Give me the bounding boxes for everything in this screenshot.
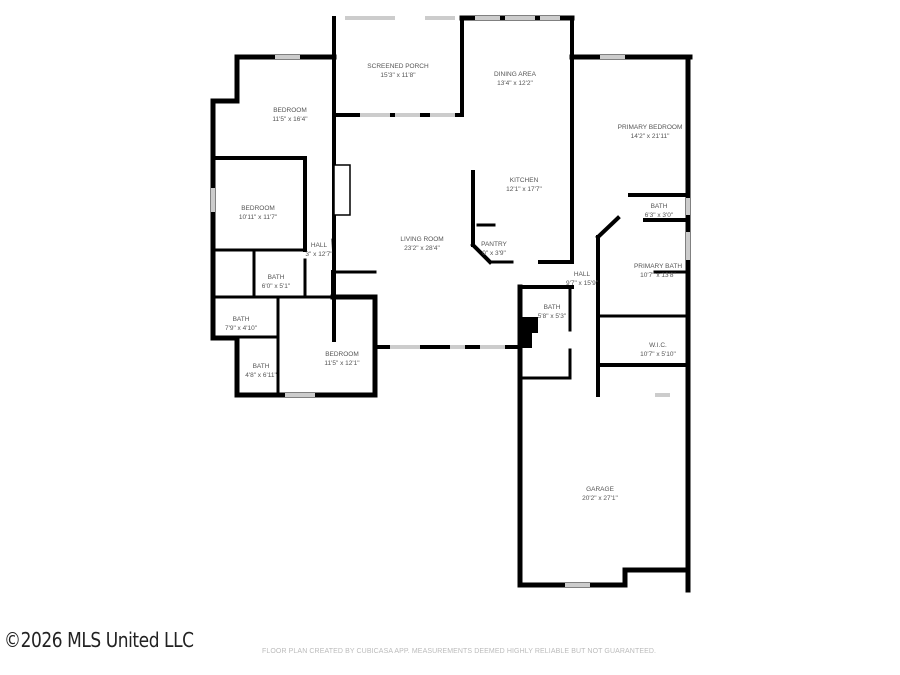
room-name: HALL <box>573 271 591 278</box>
room-label: BATH 6'3" x 3'0" <box>645 202 673 220</box>
room-dimensions: 11'5" x 16'4" <box>272 116 308 123</box>
room-dimensions: 10'7" x 13'8" <box>640 272 676 279</box>
room-label: DINING AREA 13'4" x 12'2" <box>494 70 536 88</box>
room-dimensions: 13'4" x 12'2" <box>497 80 533 87</box>
room-label: W.I.C. 10'7" x 5'10" <box>640 341 676 359</box>
room-name: BATH <box>543 304 561 311</box>
room-name: W.I.C. <box>649 342 667 349</box>
room-name: BEDROOM <box>325 351 359 358</box>
room-dimensions: 5'8" x 5'3" <box>537 313 567 320</box>
room-label: BEDROOM 10'11" x 11'7" <box>239 204 277 222</box>
room-label: BATH 6'0" x 5'1" <box>262 273 290 291</box>
room-dimensions: 11'5" x 12'1" <box>324 360 360 367</box>
utility-block <box>521 317 538 348</box>
room-name: DINING AREA <box>494 71 536 78</box>
room-dimensions: 6'3" x 3'0" <box>644 212 674 219</box>
wall <box>470 242 493 265</box>
room-name: BATH <box>232 316 250 323</box>
room-dimensions: 15'3" x 11'8" <box>380 72 416 79</box>
room-name: PANTRY <box>481 241 507 248</box>
room-label: PANTRY 0" x 3'9" <box>481 240 507 258</box>
fireplace <box>333 164 351 216</box>
room-name: HALL <box>310 242 328 249</box>
room-label: LIVING ROOM 23'2" x 28'4" <box>400 235 443 253</box>
room-dimensions: 10'7" x 5'10" <box>640 351 676 358</box>
room-label: SCREENED PORCH 15'3" x 11'8" <box>367 62 428 80</box>
room-name: SCREENED PORCH <box>367 63 429 70</box>
room-label: BATH 7'9" x 4'10" <box>225 315 257 333</box>
room-label: BEDROOM 11'5" x 12'1" <box>324 350 359 368</box>
room-label: BATH 4'8" x 6'11" <box>245 362 277 380</box>
room-label: KITCHEN 12'1" x 17'7" <box>506 176 542 194</box>
room-name: BATH <box>650 203 668 210</box>
room-label: PRIMARY BEDROOM 14'2" x 21'11" <box>618 123 683 141</box>
room-dimensions: 10'11" x 11'7" <box>238 214 278 221</box>
room-label: HALL 3" x 12'7" <box>305 241 332 259</box>
floor-plan-credit: FLOOR PLAN CREATED BY CUBICASA APP. MEAS… <box>262 648 657 655</box>
room-dimensions: 23'2" x 28'4" <box>404 245 440 252</box>
room-name: BATH <box>252 363 270 370</box>
room-dimensions: 3" x 12'7" <box>305 251 333 258</box>
room-dimensions: 12'1" x 17'7" <box>506 186 542 193</box>
copyright-watermark: ©2026 MLS United LLC <box>4 628 194 652</box>
room-name: KITCHEN <box>509 177 539 184</box>
room-name: PRIMARY BEDROOM <box>617 124 683 131</box>
room-name: BATH <box>267 274 285 281</box>
room-dimensions: 20'2" x 27'1" <box>582 495 618 502</box>
wall <box>331 238 336 262</box>
room-dimensions: 14'2" x 21'11" <box>630 133 670 140</box>
room-label: PRIMARY BATH 10'7" x 13'8" <box>634 262 682 280</box>
room-name: GARAGE <box>586 486 614 493</box>
room-dimensions: 6'0" x 5'1" <box>261 283 291 290</box>
room-label: GARAGE 20'2" x 27'1" <box>582 485 618 503</box>
room-dimensions: 4'8" x 6'11" <box>245 372 277 379</box>
room-name: BEDROOM <box>273 107 307 114</box>
room-label: BATH 5'8" x 5'3" <box>538 303 566 321</box>
room-dimensions: 9'7" x 15'9" <box>565 280 599 287</box>
room-name: BEDROOM <box>241 205 275 212</box>
wall <box>595 215 621 240</box>
room-dimensions: 0" x 3'9" <box>482 250 506 257</box>
room-name: PRIMARY BATH <box>633 263 683 270</box>
room-label: BEDROOM 11'5" x 16'4" <box>272 106 307 124</box>
room-dimensions: 7'9" x 4'10" <box>224 325 258 332</box>
room-label: HALL 9'7" x 15'9" <box>566 270 598 288</box>
room-name: LIVING ROOM <box>400 236 444 243</box>
